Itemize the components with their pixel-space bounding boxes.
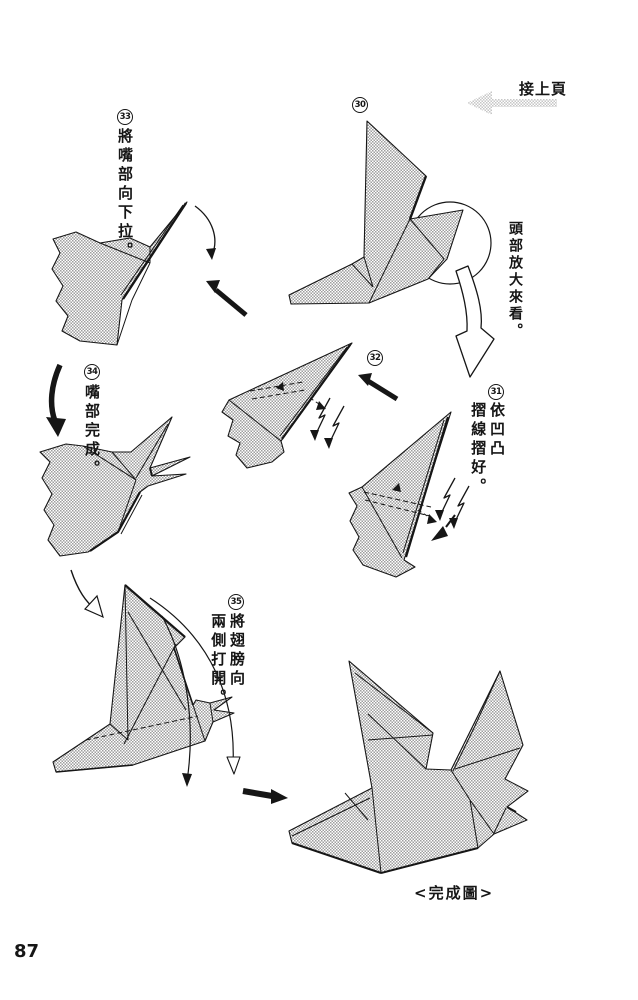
step-34-caption: 嘴部完成。 (83, 384, 101, 479)
figure-step-33 (51, 201, 216, 346)
step-35-number: 35 (228, 594, 244, 610)
page-number: 87 (14, 941, 40, 962)
pull-beak-arrow (194, 205, 216, 260)
arrow-step-33-to-34 (46, 363, 66, 437)
zoom-callout-arrow (455, 265, 495, 378)
figure-step-35 (52, 584, 241, 787)
step-33-number: 33 (117, 109, 133, 125)
caption-line: 嘴部完成。 (83, 384, 101, 479)
caption-line: 摺線摺好。 (469, 402, 488, 497)
figure-finished (288, 660, 529, 874)
step-31-number: 31 (488, 384, 504, 400)
step-35-caption: 將翅膀向 兩側打開。 (209, 613, 246, 708)
arrow-step-34-to-35 (70, 569, 104, 619)
head-zoom-note: 頭部放大來看。 (507, 221, 523, 340)
continuation-label: 接上頁 (519, 80, 568, 98)
continuation-arrow-icon (467, 91, 557, 115)
figure-step-32 (221, 342, 353, 469)
caption-line: 將嘴部向下拉。 (116, 128, 134, 261)
figure-step-30 (288, 120, 464, 305)
step-31-caption: 依凹凸 摺線摺好。 (469, 402, 506, 497)
caption-line: 依凹凸 (488, 402, 506, 459)
arrow-step-35-to-finished (242, 788, 288, 804)
step-30-number: 30 (352, 97, 368, 113)
caption-line: 兩側打開。 (209, 613, 228, 708)
pleat-zigzag-arrows-step-32 (310, 397, 345, 449)
open-wings-arrows (149, 597, 241, 787)
step-33-caption: 將嘴部向下拉。 (116, 128, 134, 261)
step-32-number: 32 (367, 350, 383, 366)
step-34-number: 34 (84, 364, 100, 380)
figure-step-31 (348, 411, 470, 578)
figure-step-34 (39, 416, 191, 557)
arrow-step-31-to-32 (358, 373, 399, 402)
arrow-step-32-to-33 (206, 280, 248, 317)
finished-label: <完成圖> (414, 884, 495, 902)
caption-line: 將翅膀向 (228, 613, 246, 689)
pleat-zigzag-arrows-step-31 (435, 477, 470, 529)
